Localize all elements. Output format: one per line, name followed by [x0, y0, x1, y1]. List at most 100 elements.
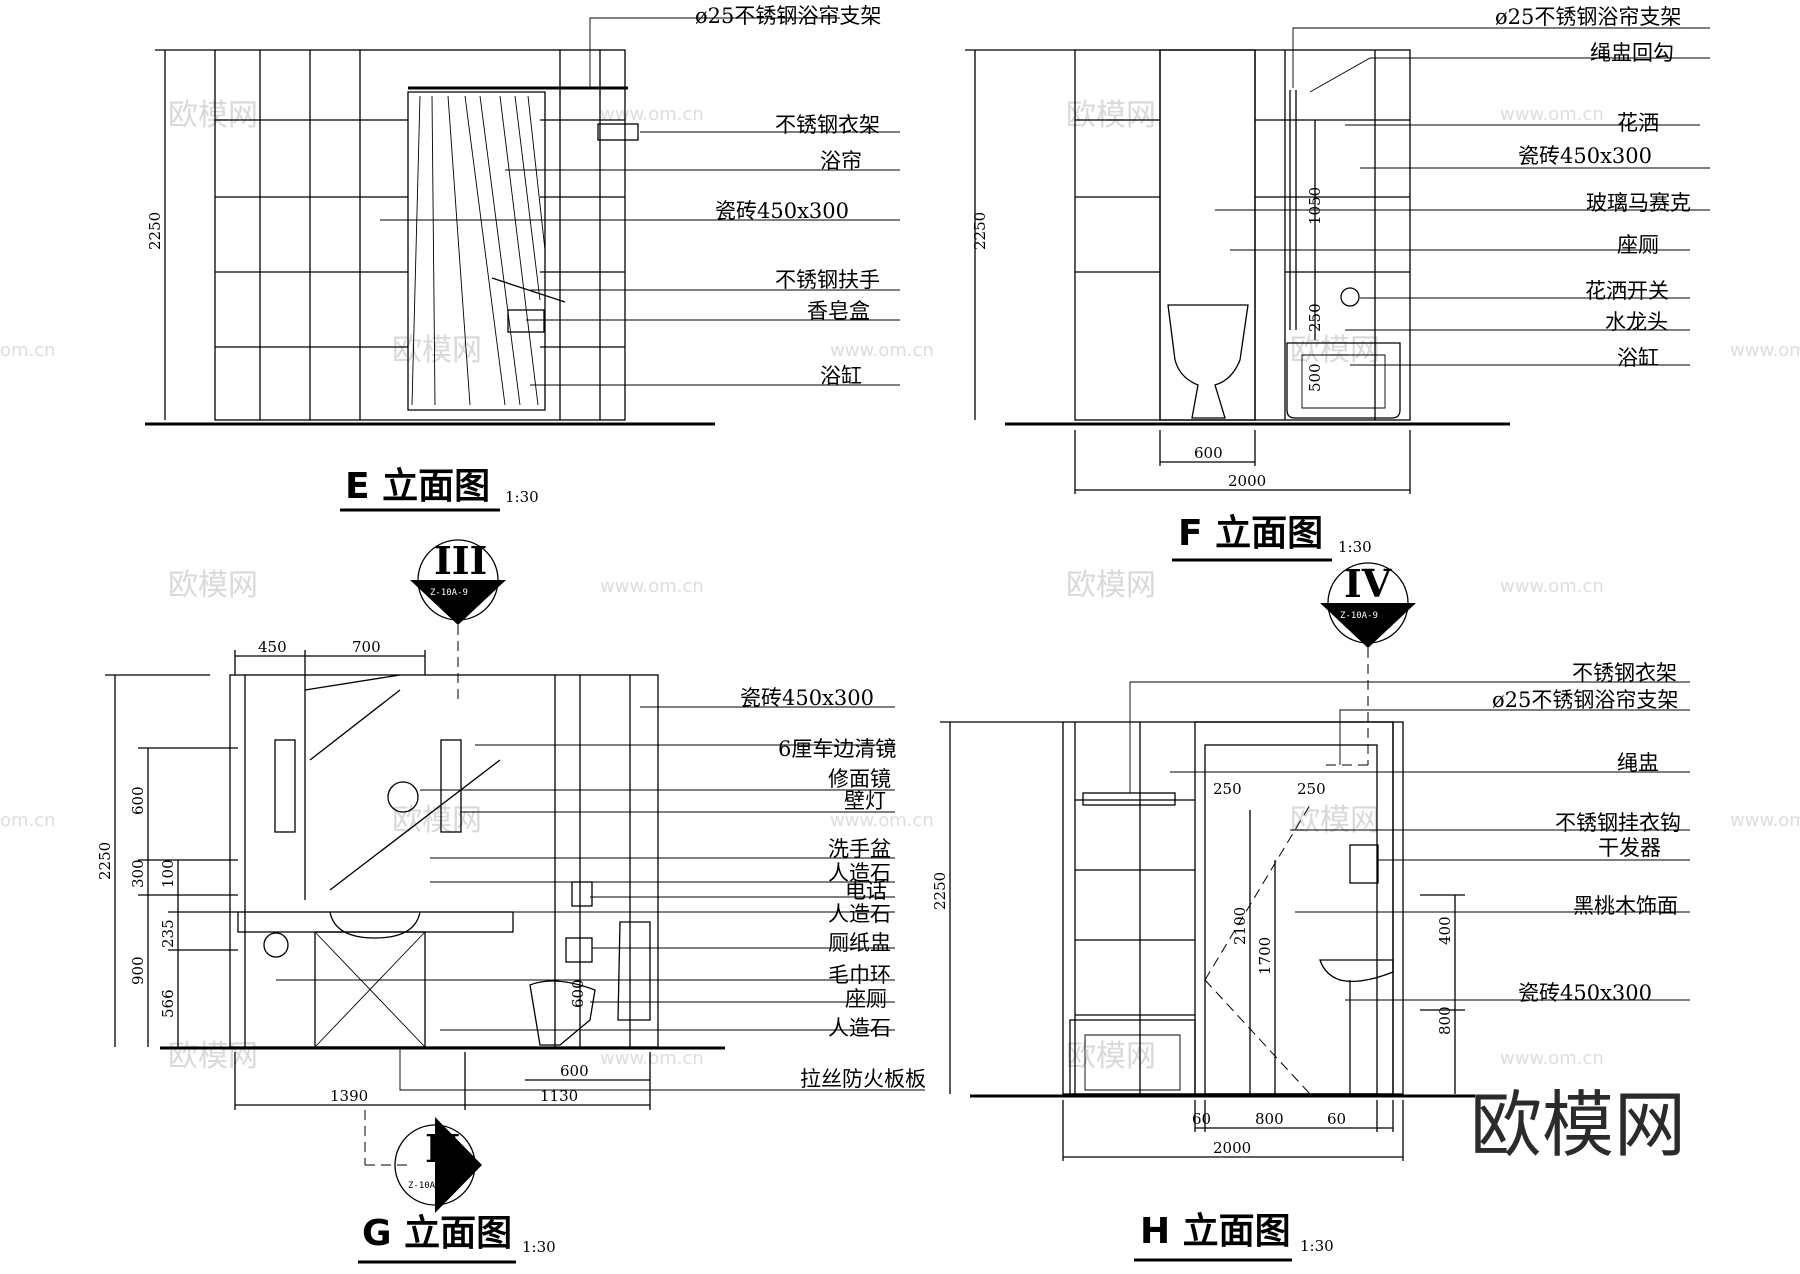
leader-lines	[380, 17, 900, 386]
wash-basin	[329, 911, 421, 939]
watermark-url: www.om.cn	[1730, 340, 1800, 361]
watermark-text: 欧模网	[168, 1039, 258, 1074]
glass-mosaic-strip	[1159, 49, 1256, 421]
hair-dryer	[1349, 844, 1379, 884]
view-scale: 1:30	[505, 488, 539, 506]
dim-900: 900	[129, 956, 147, 985]
dim-height: 2250	[146, 212, 164, 250]
view-title: G 立面图	[362, 1213, 512, 1254]
label: 黑桃木饰面	[1573, 894, 1678, 918]
watermark-url: www.om.cn	[830, 340, 934, 361]
label: 瓷砖450x300	[740, 686, 874, 710]
dim-bottom-600: 600	[560, 1062, 589, 1080]
shower-valve	[1340, 287, 1360, 307]
dim-1390: 1390	[330, 1087, 368, 1105]
watermark-url: om.cn	[0, 340, 56, 361]
dim-600: 600	[1194, 444, 1223, 462]
watermark-text: 欧模网	[1290, 333, 1380, 368]
countertop	[237, 911, 514, 933]
label: 拉丝防火板板	[800, 1067, 926, 1091]
toilet-paper-holder	[565, 937, 593, 963]
towel-rack	[1082, 792, 1176, 806]
label: 修面镜	[828, 767, 891, 791]
label: 浴缸	[820, 364, 862, 388]
watermark-url: www.om.cn	[600, 104, 704, 125]
elevation-f: 2250 1050 250 500 600 2000 ø25不锈钢浴帘支架 绳盅…	[965, 5, 1710, 562]
dim-700: 700	[352, 638, 381, 656]
brand-logo-text: 欧模网	[1470, 1083, 1686, 1167]
label: 花洒开关	[1585, 279, 1669, 303]
label: 香皂盒	[807, 299, 870, 323]
dim-250b: 250	[1297, 780, 1326, 798]
dim-250a: 250	[1213, 780, 1242, 798]
watermark-url: www.om.cn	[1500, 104, 1604, 125]
label: 绳盅	[1617, 751, 1659, 775]
section-symbol-bottom: II Z-10A-9	[394, 1117, 482, 1213]
watermark-url: om.cn	[0, 810, 56, 831]
dim-height: 2250	[971, 212, 989, 250]
dim-height: 2250	[931, 872, 949, 910]
watermark-text: 欧模网	[392, 333, 482, 368]
dim-60b: 60	[1327, 1110, 1346, 1128]
label: 瓷砖450x300	[1518, 981, 1652, 1005]
dim-2000: 2000	[1213, 1139, 1251, 1157]
door-leaf	[1204, 744, 1378, 1095]
label: ø25不锈钢浴帘支架	[695, 4, 881, 28]
section-ref: Z-10A-9	[1340, 611, 1378, 621]
dim-600: 600	[129, 786, 147, 815]
elevation-g: III Z-10A-9 2250	[96, 538, 926, 1264]
label: 干发器	[1598, 836, 1661, 860]
wall-lamp	[440, 739, 462, 833]
label: 电话	[845, 879, 887, 903]
toilet	[1167, 304, 1249, 419]
section-numeral: IV	[1344, 561, 1393, 606]
toilet	[529, 980, 596, 1046]
label: ø25不锈钢浴帘支架	[1492, 688, 1678, 712]
bathtub	[1286, 342, 1401, 419]
section-ref: Z-10A-9	[430, 588, 468, 598]
label: ø25不锈钢浴帘支架	[1495, 5, 1681, 29]
bathtub	[1069, 1019, 1196, 1095]
view-title: F 立面图	[1178, 513, 1323, 554]
dim-60a: 60	[1192, 1110, 1211, 1128]
leader-lines	[276, 706, 925, 1091]
view-title: H 立面图	[1140, 1211, 1291, 1252]
section-ref: Z-10A-9	[408, 1181, 446, 1191]
shaving-mirror	[387, 781, 419, 813]
watermark-text: 欧模网	[168, 568, 258, 603]
watermark-url: www.om.cn	[600, 576, 704, 597]
dim-800b: 800	[1255, 1110, 1284, 1128]
elevation-h: IV Z-10A-9 2250 250 250	[931, 561, 1690, 1262]
watermark-text: 欧模网	[168, 98, 258, 133]
telephone	[571, 881, 593, 907]
dim-1700: 1700	[1256, 937, 1274, 975]
shower-curtain	[407, 91, 546, 411]
label: 毛巾环	[828, 963, 891, 987]
label: 不锈钢扶手	[775, 268, 880, 292]
watermark-url: www.om.cn	[830, 810, 934, 831]
leader-lines	[1129, 681, 1690, 1001]
label: 玻璃马赛克	[1586, 191, 1691, 215]
label: 厕纸盅	[828, 931, 891, 955]
watermark-url: www.om.cn	[600, 1048, 704, 1069]
door-frame	[1194, 721, 1394, 1095]
label: 浴帘	[820, 149, 862, 173]
towel-ring	[263, 932, 289, 958]
label: 壁灯	[844, 789, 886, 813]
wash-basin	[1319, 959, 1394, 983]
dim-2100: 2100	[1231, 907, 1249, 945]
dim-450: 450	[258, 638, 287, 656]
dim-100: 100	[159, 859, 177, 888]
watermark-url: www.om.cn	[1500, 1048, 1604, 1069]
dim-1130: 1130	[540, 1087, 578, 1105]
dim-250: 250	[1306, 303, 1324, 332]
label: 瓷砖450x300	[1518, 144, 1652, 168]
label: 水龙头	[1605, 310, 1668, 334]
section-numeral: III	[434, 538, 487, 583]
view-title: E 立面图	[345, 466, 490, 507]
dim-500: 500	[1306, 363, 1324, 392]
label: 座厕	[1617, 233, 1659, 257]
towel-rack	[597, 123, 639, 141]
watermark-layer: 欧模网 www.om.cn 欧模网 www.om.cn om.cn 欧模网 ww…	[0, 98, 1800, 1074]
